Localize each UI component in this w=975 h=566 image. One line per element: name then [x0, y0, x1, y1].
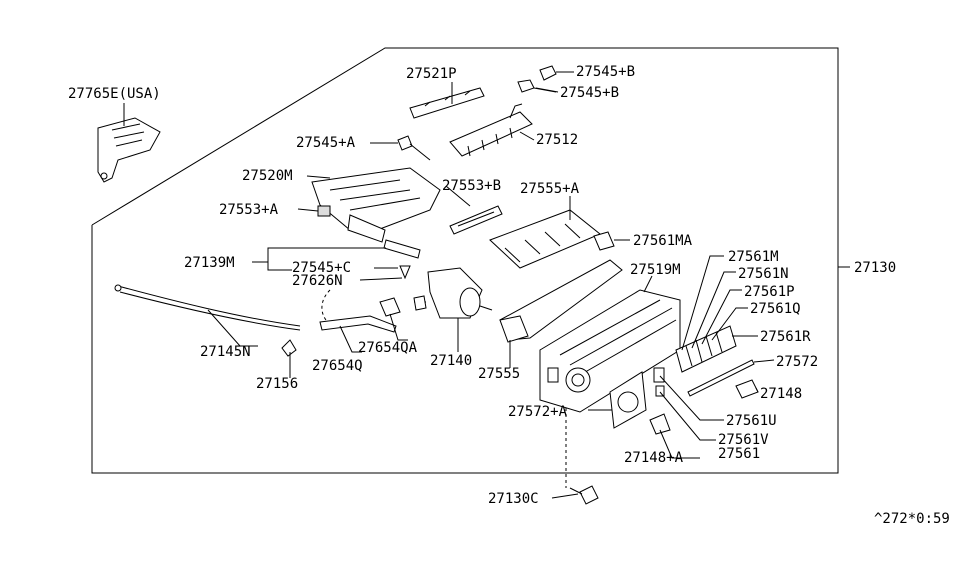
button-part-v: [655, 385, 665, 397]
label-27148a: 27148+A: [624, 450, 684, 466]
label-27553a: 27553+A: [219, 202, 279, 218]
lever-arm-part: [499, 259, 623, 343]
label-27561m: 27561M: [728, 249, 779, 265]
bracket-part: [97, 117, 161, 183]
label-27139m: 27139M: [184, 255, 235, 271]
label-27555a: 27555+A: [520, 181, 580, 197]
cable-part: [114, 284, 301, 331]
label-27765e: 27765E(USA): [68, 86, 161, 102]
assembly-frame: [91, 47, 839, 474]
label-27545c: 27545+C: [292, 260, 351, 276]
knob-part-ma: [593, 231, 630, 251]
part-labels: 27765E(USA) 27521P 27545+B 27545+B 27545…: [68, 64, 950, 527]
label-27626n: 27626N: [292, 273, 343, 289]
lever-part: [383, 239, 421, 259]
linkage-part: [319, 289, 397, 333]
knob-part-a: [649, 413, 671, 435]
screw-part-c: [569, 485, 599, 505]
label-27156: 27156: [256, 376, 298, 392]
label-27545a: 27545+A: [296, 135, 356, 151]
label-27561n: 27561N: [738, 266, 789, 282]
button-set-part: [675, 325, 737, 373]
screw-part-a: [397, 135, 431, 161]
label-27555: 27555: [478, 366, 520, 382]
label-27561v: 27561V: [718, 432, 769, 448]
label-27561: 27561: [718, 446, 760, 462]
footer-code: ^272*0:59: [874, 511, 950, 527]
label-27561p: 27561P: [744, 284, 795, 300]
screw-part-b1: [539, 65, 572, 81]
cable-clip-part: [281, 339, 297, 357]
strip-part: [687, 359, 755, 397]
label-27545b-bottom: 27545+B: [560, 85, 619, 101]
label-27520m: 27520M: [242, 168, 293, 184]
label-27145n: 27145N: [200, 344, 251, 360]
label-27654q: 27654Q: [312, 358, 363, 374]
label-27130: 27130: [854, 260, 896, 276]
cap-part: [399, 265, 411, 280]
label-27140: 27140: [430, 353, 472, 369]
motor-actuator-part: [413, 267, 493, 319]
label-27572a: 27572+A: [508, 404, 568, 420]
control-frame-part: [311, 167, 441, 243]
clip-part-a: [317, 205, 331, 217]
switch-rail-part: [449, 103, 533, 157]
label-27561ma: 27561MA: [633, 233, 693, 249]
label-27561u: 27561U: [726, 413, 777, 429]
label-27148: 27148: [760, 386, 802, 402]
label-27519m: 27519M: [630, 262, 681, 278]
tray-part: [489, 209, 601, 269]
label-27130c: 27130C: [488, 491, 539, 507]
linkage-clip-part: [379, 297, 401, 317]
label-27521p: 27521P: [406, 66, 457, 82]
cover-plate-part: [609, 371, 647, 429]
label-27512: 27512: [536, 132, 578, 148]
label-27561q: 27561Q: [750, 301, 801, 317]
leader-lines: [123, 71, 850, 499]
label-27654qa: 27654QA: [358, 340, 418, 356]
knob-part: [735, 379, 759, 399]
label-27561r: 27561R: [760, 329, 811, 345]
button-part-u: [653, 367, 665, 383]
lever-bar-part: [409, 87, 485, 119]
slider-part-b: [449, 205, 503, 235]
label-27545b-top: 27545+B: [576, 64, 635, 80]
label-27553b: 27553+B: [442, 178, 501, 194]
label-27572: 27572: [776, 354, 818, 370]
